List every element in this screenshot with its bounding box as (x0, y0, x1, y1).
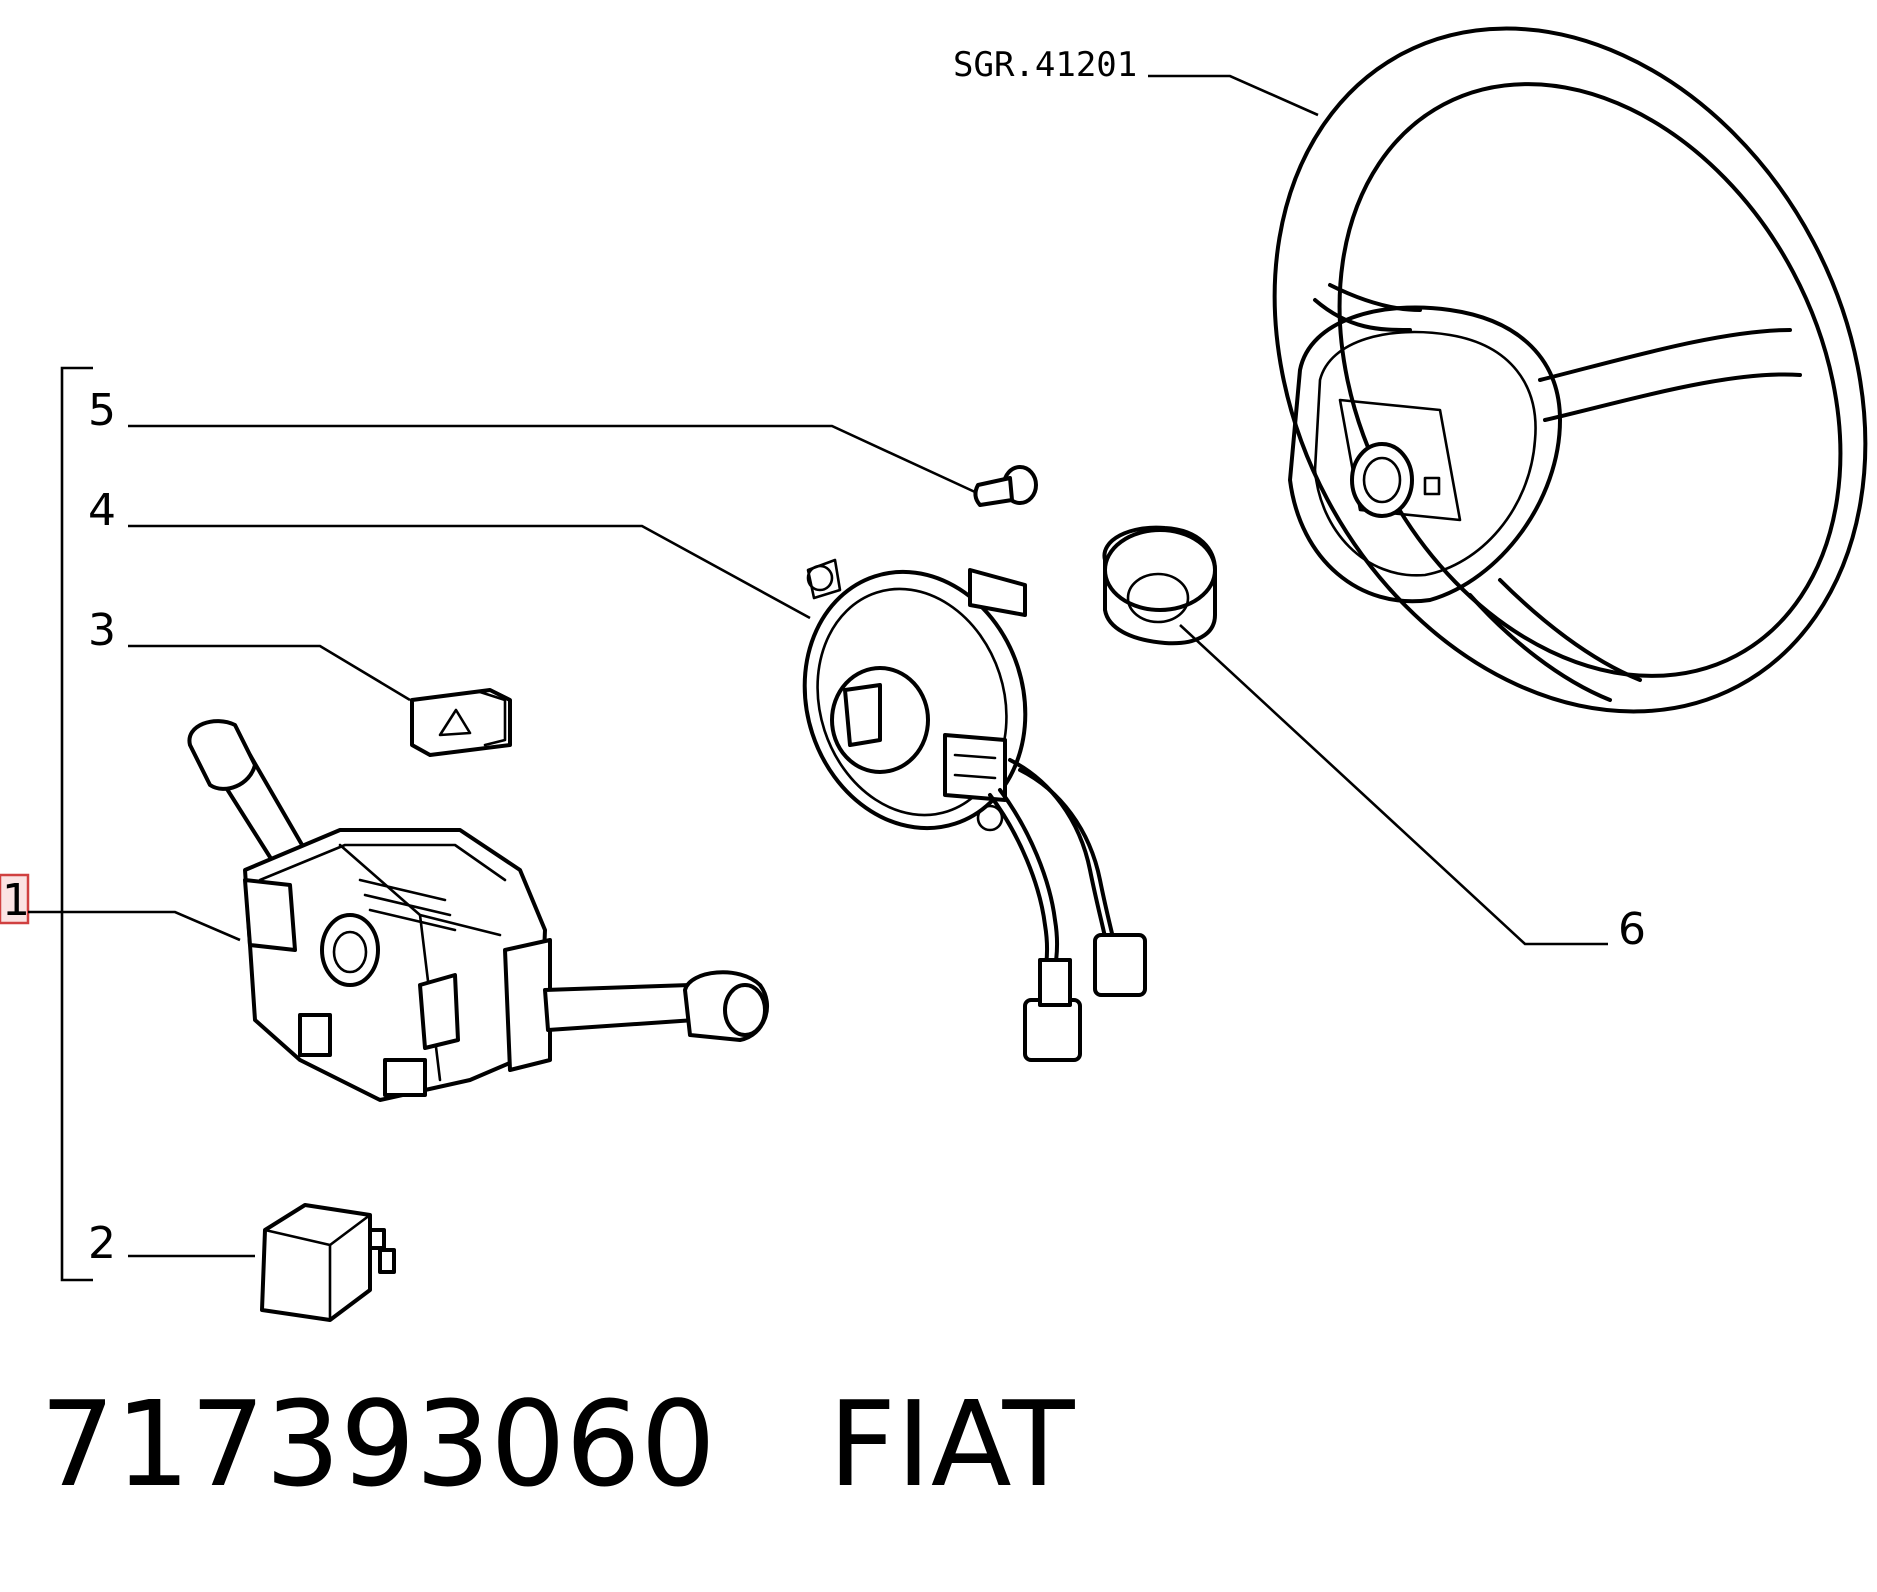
callout-3: 3 (88, 605, 116, 656)
part-1-column-switch (187, 719, 770, 1102)
reference-label: SGR.41201 (953, 45, 1137, 85)
brand-name: FIAT (828, 1375, 1075, 1513)
steering-wheel (1272, 26, 1868, 714)
leader-4 (128, 524, 811, 620)
part-6-bushing (1102, 525, 1217, 646)
callout-5: 5 (88, 385, 116, 436)
part-footer: 717393060 FIAT (40, 1385, 1075, 1503)
part-3-hazard-switch (410, 688, 512, 757)
reference-leader (1148, 74, 1319, 117)
leader-6 (1179, 624, 1608, 946)
part-5-screw (973, 465, 1038, 507)
callout-2: 2 (88, 1218, 116, 1269)
part-number: 717393060 (40, 1375, 716, 1513)
group-bracket (60, 366, 93, 1282)
callout-1-highlight (0, 873, 30, 925)
callout-4: 4 (88, 485, 116, 536)
leader-1 (28, 910, 241, 942)
callout-6: 6 (1618, 904, 1646, 955)
part-4-clock-spring (802, 558, 1147, 1062)
leader-5 (128, 424, 976, 494)
part-2-relay (260, 1203, 396, 1322)
callout-1: 1 (2, 875, 30, 926)
leader-3 (128, 644, 411, 702)
